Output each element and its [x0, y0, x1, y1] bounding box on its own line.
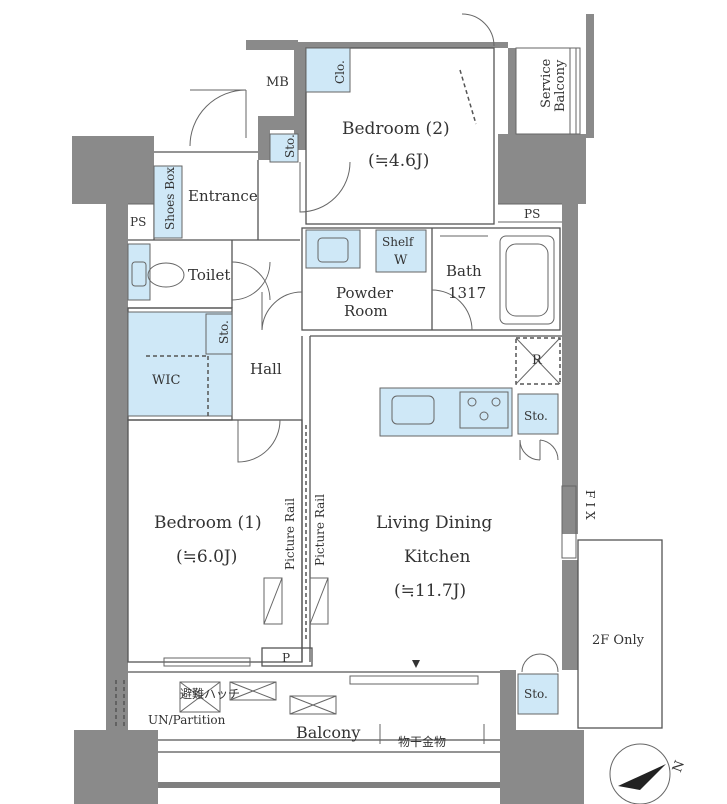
picture-rail-label-left: Picture Rail — [283, 498, 297, 570]
service-balcony-line1: Service — [539, 58, 554, 108]
north-arrow: N — [609, 743, 688, 804]
clo-label: Clo. — [333, 60, 347, 84]
structural-walls — [72, 14, 594, 804]
emergency-hatch-label: 避難ハッチ — [180, 686, 240, 701]
w-label: W — [394, 253, 408, 268]
second-floor-only-label: 2F Only — [592, 633, 645, 648]
north-label: N — [670, 759, 688, 775]
picture-rail-label-right: Picture Rail — [313, 494, 327, 566]
door-swings — [189, 13, 559, 673]
powder-room-line2: Room — [344, 302, 388, 320]
shelf-label: Shelf — [382, 235, 415, 249]
ps-label-right: PS — [524, 207, 540, 221]
ldk-label-line1: Living Dining — [376, 513, 492, 533]
toilet-label: Toilet — [188, 266, 230, 284]
r-label: R — [532, 353, 543, 368]
service-balcony-line2: Balcony — [553, 59, 568, 112]
wic-label: WIC — [152, 373, 180, 388]
sto-label-kitchen: Sto. — [524, 409, 548, 423]
room-labels: Bedroom (2) (≒4.6J) Bedroom (1) (≒6.0J) … — [152, 58, 645, 742]
p-label: P — [282, 651, 290, 665]
sto-label-balcony: Sto. — [524, 687, 548, 701]
bath-label: Bath — [446, 262, 482, 280]
entrance-label: Entrance — [188, 187, 258, 205]
fix-label: FIX — [583, 490, 597, 524]
fixture-labels: MB Clo. Sto. Shoes Box PS PS Sto. Shelf … — [130, 60, 597, 749]
ldk-label-line2: Kitchen — [404, 547, 470, 567]
sto-label-hall: Sto. — [217, 320, 231, 344]
balcony-label: Balcony — [296, 723, 360, 742]
bedroom2-label: Bedroom (2) — [342, 119, 450, 139]
ps-label-left: PS — [130, 215, 146, 229]
closet-markers — [115, 577, 485, 744]
clothes-hanger-label: 物干金物 — [398, 734, 446, 749]
ldk-size: (≒11.7J) — [394, 581, 466, 601]
shoes-box-label: Shoes Box — [163, 167, 177, 230]
bedroom2-size: (≒4.6J) — [368, 151, 429, 171]
bedroom1-label: Bedroom (1) — [154, 513, 262, 533]
powder-room-line1: Powder — [336, 284, 394, 302]
mb-label: MB — [266, 75, 289, 90]
un-partition-label: UN/Partition — [148, 713, 226, 727]
bedroom1-size: (≒6.0J) — [176, 547, 237, 567]
sto-label-entrance: Sto. — [283, 134, 297, 158]
windows — [163, 485, 577, 685]
hall-label: Hall — [250, 360, 282, 378]
bath-size: 1317 — [448, 284, 486, 302]
fixtures — [131, 69, 561, 640]
